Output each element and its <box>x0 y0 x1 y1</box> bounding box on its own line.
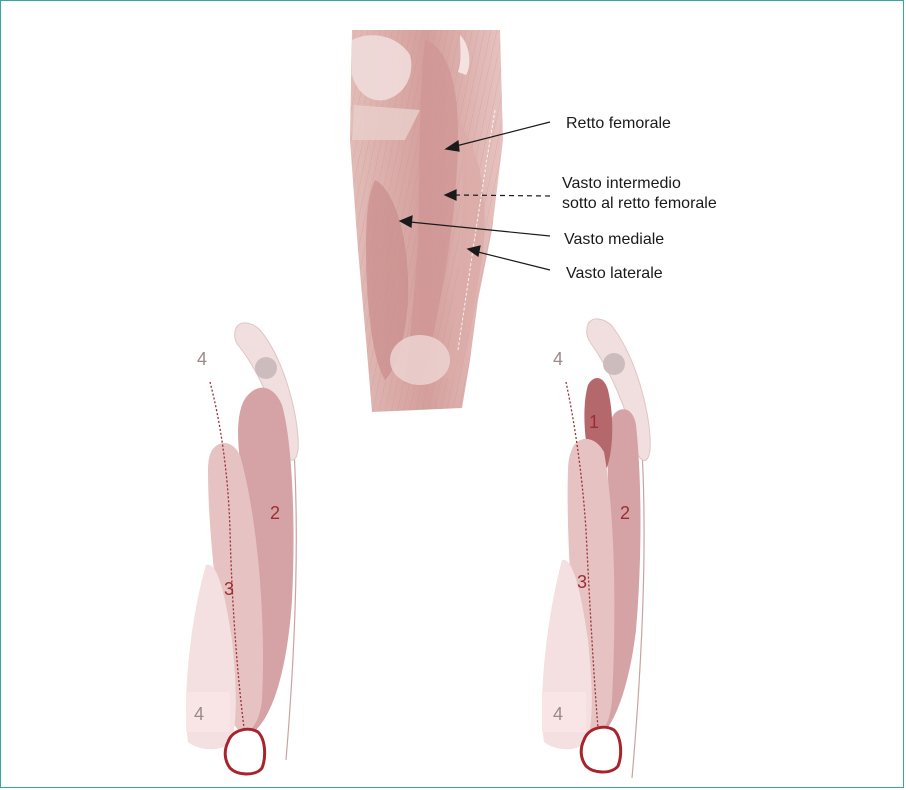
right-femur-circle <box>603 353 625 375</box>
label-vasto-intermedio-2: sotto al retto femorale <box>562 195 717 212</box>
thigh-illustration <box>350 30 503 412</box>
right-bone-outline <box>581 727 620 772</box>
right-label-3: 3 <box>577 572 587 592</box>
label-retto-femorale: Retto femorale <box>566 115 671 132</box>
right-label-1: 1 <box>589 412 599 432</box>
right-label-2: 2 <box>620 503 630 523</box>
label-vasto-laterale: Vasto laterale <box>566 265 663 282</box>
left-label-3: 3 <box>224 579 234 599</box>
right-label-4-bottom: 4 <box>553 704 563 724</box>
left-label-4-top: 4 <box>197 349 207 369</box>
left-femur-circle <box>255 357 277 379</box>
left-label-2: 2 <box>270 503 280 523</box>
label-vasto-mediale: Vasto mediale <box>564 231 664 248</box>
right-label-4-top: 4 <box>553 349 563 369</box>
left-label-4-bottom: 4 <box>194 704 204 724</box>
label-vasto-intermedio-1: Vasto intermedio <box>562 175 681 192</box>
left-bone-outline <box>225 729 264 774</box>
